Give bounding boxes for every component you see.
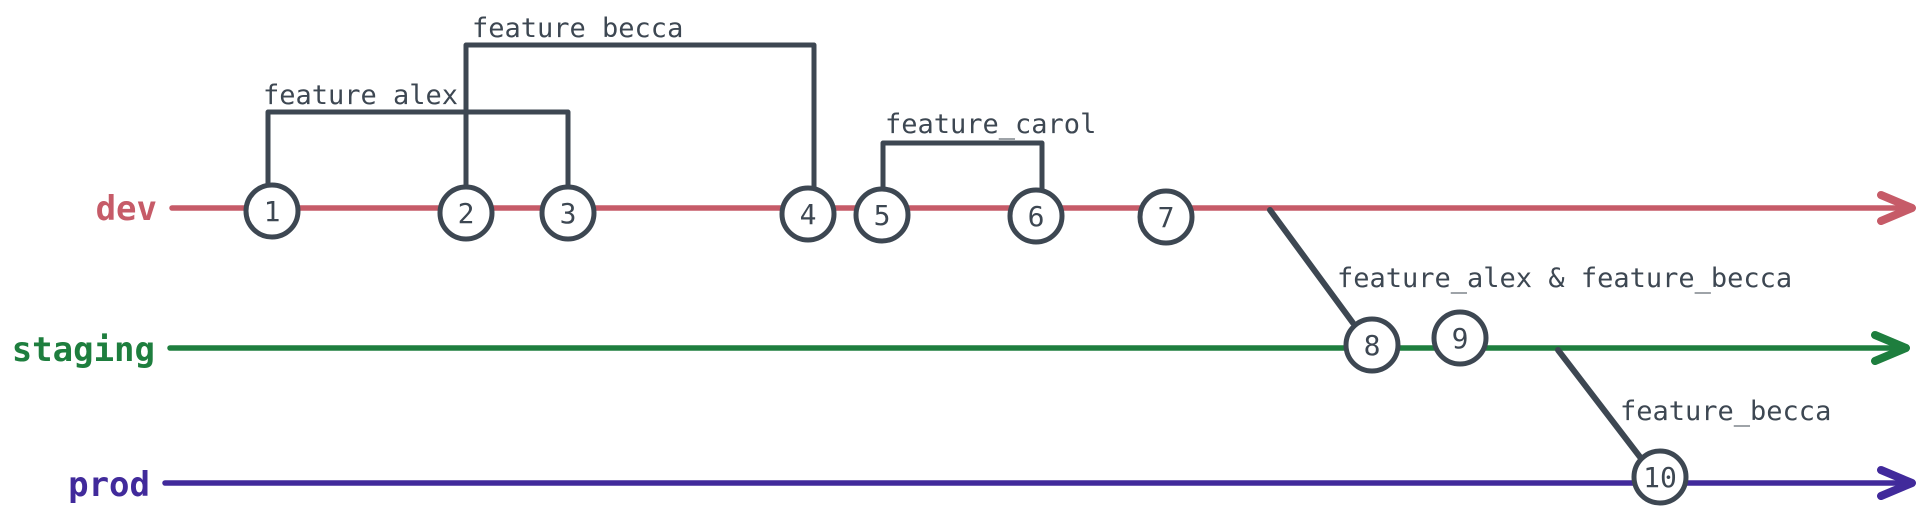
commit-circle	[853, 186, 911, 244]
commit-node: 7	[1137, 188, 1195, 246]
branch-label-staging: staging	[12, 330, 155, 370]
commit-number: 4	[800, 198, 817, 231]
branch-dev: dev	[96, 189, 1916, 229]
branch-arrowhead-icon	[1877, 191, 1916, 225]
commit-number: 1	[264, 195, 281, 228]
branch-prod: prod	[68, 465, 1916, 505]
commit-circle	[243, 182, 301, 240]
feature-bracket-label: feature_carol	[885, 109, 1096, 140]
commit-node: 9	[1431, 309, 1489, 367]
commit-number: 10	[1643, 461, 1677, 494]
merge-label: feature_becca	[1620, 396, 1831, 427]
feature-bracket-label: feature_becca	[472, 13, 683, 44]
branch-label-prod: prod	[68, 465, 150, 505]
feature-bracket	[880, 140, 1045, 194]
commit-node: 8	[1343, 316, 1401, 374]
commit-circle	[779, 185, 837, 243]
commit-number: 3	[560, 197, 577, 230]
branch-staging: staging	[12, 330, 1910, 370]
commit-number: 5	[874, 199, 891, 232]
commit-node: 4	[779, 185, 837, 243]
feature-bracket	[265, 109, 571, 190]
merge-label: feature_alex & feature_becca	[1337, 263, 1792, 294]
commit-number: 8	[1364, 329, 1381, 362]
branch-label-dev: dev	[96, 189, 157, 229]
commit-node: 3	[539, 184, 597, 242]
commit-circle	[1137, 188, 1195, 246]
commit-node: 5	[853, 186, 911, 244]
commit-circle	[1631, 448, 1689, 506]
commit-number: 2	[458, 197, 475, 230]
commit-circle	[437, 184, 495, 242]
commit-node: 2	[437, 184, 495, 242]
commit-number: 7	[1158, 201, 1175, 234]
merge-line	[1555, 347, 1643, 460]
commit-number: 9	[1452, 322, 1469, 355]
commit-number: 6	[1028, 200, 1045, 233]
commit-node: 10	[1631, 448, 1689, 506]
commit-node: 6	[1007, 187, 1065, 245]
commit-circle	[539, 184, 597, 242]
branch-arrowhead-icon	[1871, 331, 1910, 365]
feature-bracket-label: feature_alex	[263, 80, 458, 111]
commit-circle	[1343, 316, 1401, 374]
branch-arrowhead-icon	[1877, 466, 1916, 500]
merge-line	[1267, 207, 1356, 326]
commit-node: 1	[243, 182, 301, 240]
commit-circle	[1007, 187, 1065, 245]
feature-bracket	[463, 42, 817, 192]
commit-circle	[1431, 309, 1489, 367]
